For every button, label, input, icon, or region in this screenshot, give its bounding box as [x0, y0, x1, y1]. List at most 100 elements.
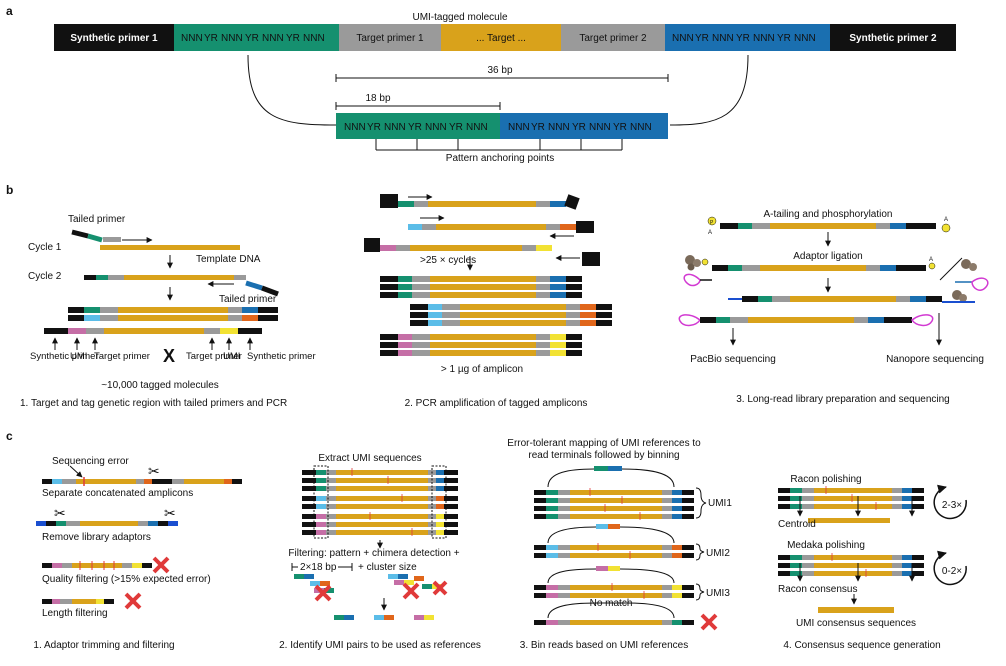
umi-consensus-sequence	[818, 607, 894, 613]
yr-text: YR	[613, 122, 627, 133]
yr-text: YR	[736, 33, 750, 44]
nnn-text: NNN	[425, 122, 447, 133]
umi1-label: UMI1	[708, 498, 732, 509]
b-step-3-caption: 3. Long-read library preparation and seq…	[736, 394, 949, 405]
panel-c1: Sequencing error ✂ Separate concatenated…	[33, 456, 242, 651]
adaptor-ligation-label: Adaptor ligation	[793, 251, 863, 262]
yr-text: YR	[777, 33, 791, 44]
zoom-curve-right	[669, 54, 749, 126]
zoom-umi-1-box	[336, 113, 500, 139]
nnn-text: NNN	[548, 122, 570, 133]
synthetic-primer-right-label: Synthetic primer	[247, 351, 316, 362]
a-tail-letter: A	[708, 230, 712, 236]
cross-mark: X	[163, 346, 175, 366]
umi-right-label: UMI	[223, 351, 240, 362]
extract-umi-label: Extract UMI sequences	[318, 453, 421, 464]
target-box	[441, 24, 561, 51]
umi2-bin	[534, 543, 694, 559]
panel-c3: Error-tolerant mapping of UMI references…	[507, 438, 732, 651]
mapping-label-1: Error-tolerant mapping of UMI references…	[507, 438, 701, 449]
synthetic-primer-1-label: Synthetic primer 1	[70, 33, 158, 44]
centroid-stack	[778, 486, 924, 510]
panel-c4: Racon polishing Centroid 2-3× Medaka pol…	[778, 474, 967, 651]
no-match-label: No match	[590, 598, 633, 609]
nnn-text: NNN	[466, 122, 488, 133]
panel-b3: P A A A-tailing and phosphorylation Adap…	[678, 209, 989, 405]
centroid-label: Centroid	[778, 519, 816, 530]
filtering-label-1: Filtering: pattern + chimera detection +	[288, 548, 459, 559]
yr-text: YR	[286, 33, 300, 44]
amplicon-amount-label: > 1 µg of amplicon	[441, 364, 523, 375]
adaptor-protein-icon	[685, 255, 701, 271]
panel-a: a UMI-tagged molecule Synthetic primer 1…	[6, 4, 956, 164]
nanopore-label: Nanopore sequencing	[886, 354, 984, 365]
length-18-label: 18 bp	[365, 93, 390, 104]
anchoring-bracket	[375, 139, 623, 151]
nnn-text: NNN	[181, 33, 203, 44]
amplicon-stack-3	[380, 334, 582, 356]
centroid-sequence	[808, 518, 890, 523]
target-primer-1-box	[339, 24, 441, 51]
target-primer-2-label: Target primer 2	[579, 33, 647, 44]
nnn-text: NNN	[794, 33, 816, 44]
umi-2-box	[665, 24, 830, 51]
nnn-text: NNN	[303, 33, 325, 44]
filtering-label-2: 2×18 bp	[300, 562, 337, 573]
nnn-text: NNN	[344, 122, 366, 133]
scissors-icon: ✂	[54, 505, 66, 521]
length-36-label: 36 bp	[487, 65, 512, 76]
yr-text: YR	[695, 33, 709, 44]
cycle-2-label: Cycle 2	[28, 271, 62, 282]
phosphate-icon	[707, 216, 717, 226]
umi-pairs	[294, 574, 442, 593]
loop-icon	[933, 550, 967, 586]
panel-b-label: b	[6, 183, 13, 197]
cycle-1-label: Cycle 1	[28, 242, 62, 253]
nnn-text: NNN	[221, 33, 243, 44]
synthetic-primer-left-label: Synthetic primer	[30, 351, 99, 362]
separate-amplicons-label: Separate concatenated amplicons	[42, 488, 193, 499]
nnn-text: NNN	[384, 122, 406, 133]
c-step-1-caption: 1. Adaptor trimming and filtering	[33, 640, 174, 651]
length-filtering-label: Length filtering	[42, 608, 108, 619]
anchoring-points-label: Pattern anchoring points	[446, 153, 554, 164]
umi2-label: UMI2	[706, 548, 730, 559]
yr-text: YR	[367, 122, 381, 133]
panel-a-label: a	[6, 4, 13, 18]
tagged-molecule-single	[44, 328, 262, 334]
cross-icon	[124, 592, 142, 610]
c-step-4-caption: 4. Consensus sequence generation	[783, 640, 940, 651]
c-step-2-caption: 2. Identify UMI pairs to be used as refe…	[279, 640, 481, 651]
medaka-stack	[778, 553, 924, 577]
umi-pattern-right: NNN YR NNN YR NNN YR NNN	[672, 33, 816, 44]
nnn-text: NNN	[712, 33, 734, 44]
umi-left-label: UMI	[70, 351, 87, 362]
a-tailing-label: A-tailing and phosphorylation	[764, 209, 893, 220]
amplicon-stack-1	[380, 276, 582, 298]
umi-1-box	[174, 24, 339, 51]
synthetic-primer-2-label: Synthetic primer 2	[849, 33, 937, 44]
panel-b1: Tailed primer Cycle 1 Template DNA Cycle…	[20, 214, 316, 409]
panel-b: b Tailed primer Cycle 1 Template DNA Cyc…	[6, 183, 989, 409]
yr-text: YR	[408, 122, 422, 133]
molecule-bar: Synthetic primer 1 Target primer 1 ... T…	[54, 24, 956, 51]
a-tail-letter: A	[944, 217, 948, 223]
racon-consensus-label: Racon consensus	[778, 584, 858, 595]
tagged-molecules-label: ~10,000 tagged molecules	[101, 380, 219, 391]
nnn-text: NNN	[753, 33, 775, 44]
tailed-primer-1-label: Tailed primer	[68, 214, 126, 225]
b-step-2-caption: 2. PCR amplification of tagged amplicons	[405, 398, 588, 409]
b-step-1-caption: 1. Target and tag genetic region with ta…	[20, 398, 287, 409]
target-label: ... Target ...	[476, 33, 526, 44]
synthetic-primer-2-box	[830, 24, 956, 51]
nnn-text: NNN	[589, 122, 611, 133]
filtering-label-3: + cluster size	[358, 562, 417, 573]
cross-icon	[700, 613, 718, 631]
zoom-umi-pattern: NNN YR NNN YR NNN YR NNN NNN YR NNN YR N…	[344, 122, 652, 133]
panel-b2: >25 × cycles > 1 µg of amplicon 2. PCR a…	[364, 194, 612, 409]
umi3-bin	[534, 583, 694, 599]
target-primer-1-label: Target primer 1	[356, 33, 424, 44]
tailed-primer-2-label: Tailed primer	[219, 294, 277, 305]
amplicon-stack-2	[410, 304, 612, 326]
a-tail-letter: A	[929, 257, 933, 263]
